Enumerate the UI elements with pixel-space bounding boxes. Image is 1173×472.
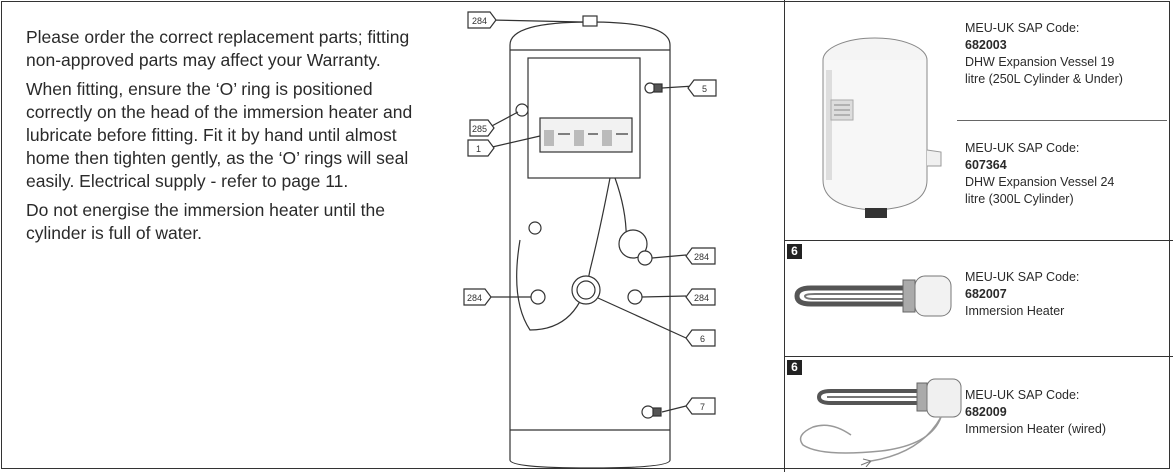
part-description: DHW Expansion Vessel 19 (965, 55, 1115, 69)
part-description: litre (300L Cylinder) (965, 192, 1074, 206)
part-badge: 6 (787, 244, 802, 259)
part-badge: 6 (787, 360, 802, 375)
sap-code: 607364 (965, 158, 1007, 172)
callout-284-right-lower: 284 (694, 293, 709, 303)
callout-7: 7 (700, 402, 705, 412)
callout-284-right-upper: 284 (694, 252, 709, 262)
sap-label: MEU-UK SAP Code: (965, 21, 1080, 35)
vertical-divider (784, 0, 785, 472)
immersion-heater-panel: 6 MEU-UK SAP Code: 682007 Immersion Heat… (785, 240, 1173, 356)
fitting-paragraph: When fitting, ensure the ‘O’ ring is pos… (26, 79, 413, 191)
part-682003-text: MEU-UK SAP Code: 682003 DHW Expansion Ve… (965, 20, 1123, 88)
immersion-heater-image (794, 275, 952, 317)
part-607364-text: MEU-UK SAP Code: 607364 DHW Expansion Ve… (965, 140, 1114, 208)
part-description: DHW Expansion Vessel 24 (965, 175, 1115, 189)
sap-label: MEU-UK SAP Code: (965, 388, 1080, 402)
callout-284-top: 284 (472, 16, 487, 26)
cylinder-diagram: 284 285 5 1 284 284 284 6 7 (463, 11, 717, 469)
expansion-vessel-panel: MEU-UK SAP Code: 682003 DHW Expansion Ve… (785, 0, 1173, 240)
sap-label: MEU-UK SAP Code: (965, 141, 1080, 155)
callout-5: 5 (702, 84, 707, 94)
immersion-heater-wired-panel: 6 MEU-UK SAP Code: 682009 Immersion Heat… (785, 356, 1173, 472)
sap-code: 682007 (965, 287, 1007, 301)
sap-code: 682003 (965, 38, 1007, 52)
callout-1: 1 (476, 144, 481, 154)
inner-divider (957, 120, 1167, 121)
sap-label: MEU-UK SAP Code: (965, 270, 1080, 284)
callout-6: 6 (700, 334, 705, 344)
sap-code: 682009 (965, 405, 1007, 419)
part-description: Immersion Heater (wired) (965, 422, 1107, 436)
immersion-heater-wired-image (799, 378, 962, 467)
callout-285: 285 (472, 124, 487, 134)
part-682009-text: MEU-UK SAP Code: 682009 Immersion Heater… (965, 387, 1106, 438)
callout-284-left: 284 (467, 293, 482, 303)
expansion-vessel-image (822, 37, 942, 218)
part-description: Immersion Heater (965, 304, 1065, 318)
warranty-paragraph: Please order the correct replacement par… (26, 27, 410, 70)
part-description: litre (250L Cylinder & Under) (965, 72, 1123, 86)
part-682007-text: MEU-UK SAP Code: 682007 Immersion Heater (965, 269, 1079, 320)
energise-warning-paragraph: Do not energise the immersion heater unt… (26, 200, 385, 243)
instructions-text: Please order the correct replacement par… (26, 26, 426, 251)
